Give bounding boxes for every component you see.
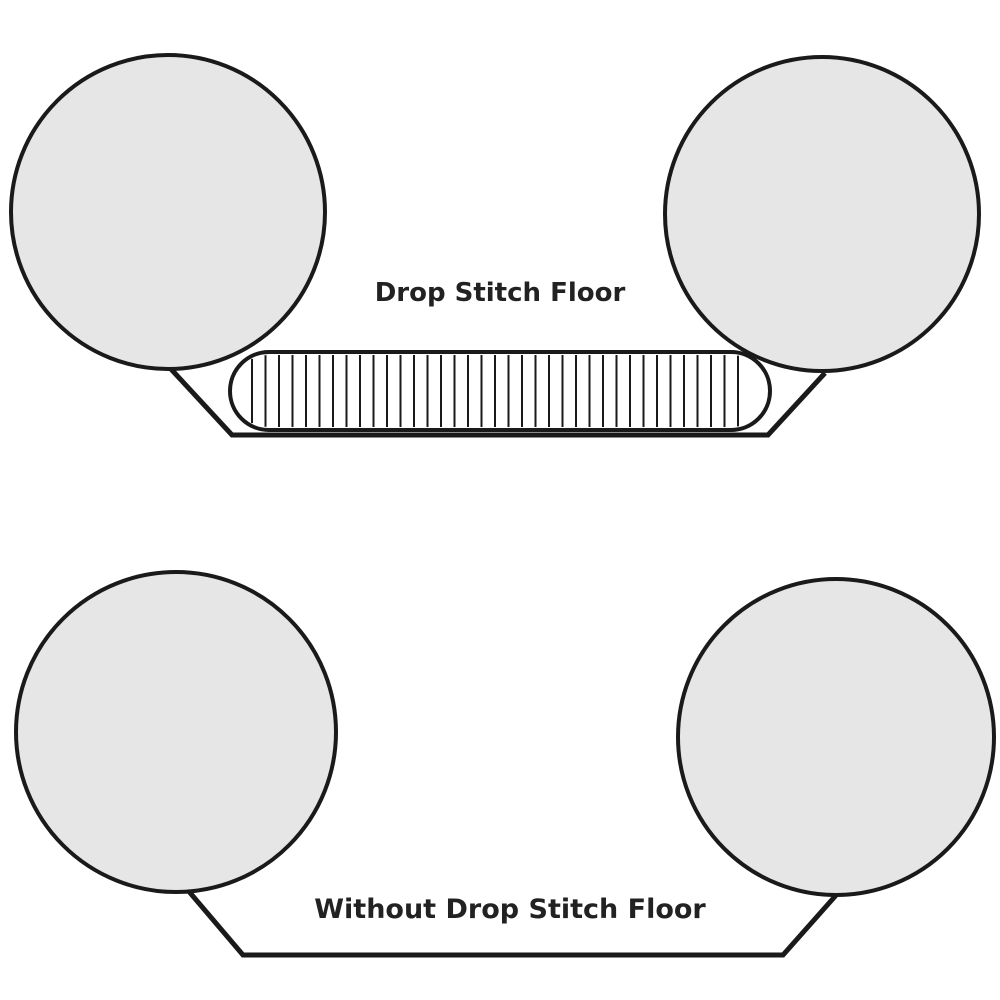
bottom-left-tube xyxy=(14,570,338,894)
without-floor-diagram xyxy=(14,570,996,958)
drop-stitch-floor-label: Drop Stitch Floor xyxy=(374,278,626,308)
bottom-right-tube xyxy=(676,577,996,897)
without-drop-stitch-floor-label: Without Drop Stitch Floor xyxy=(314,894,706,925)
top-right-tube xyxy=(663,55,981,373)
with-floor-diagram xyxy=(9,53,981,438)
drop-stitch-floor xyxy=(228,350,772,432)
bottom-hull-outline xyxy=(184,886,840,958)
drop-stitch-lines xyxy=(251,355,739,427)
top-left-tube xyxy=(9,53,327,371)
